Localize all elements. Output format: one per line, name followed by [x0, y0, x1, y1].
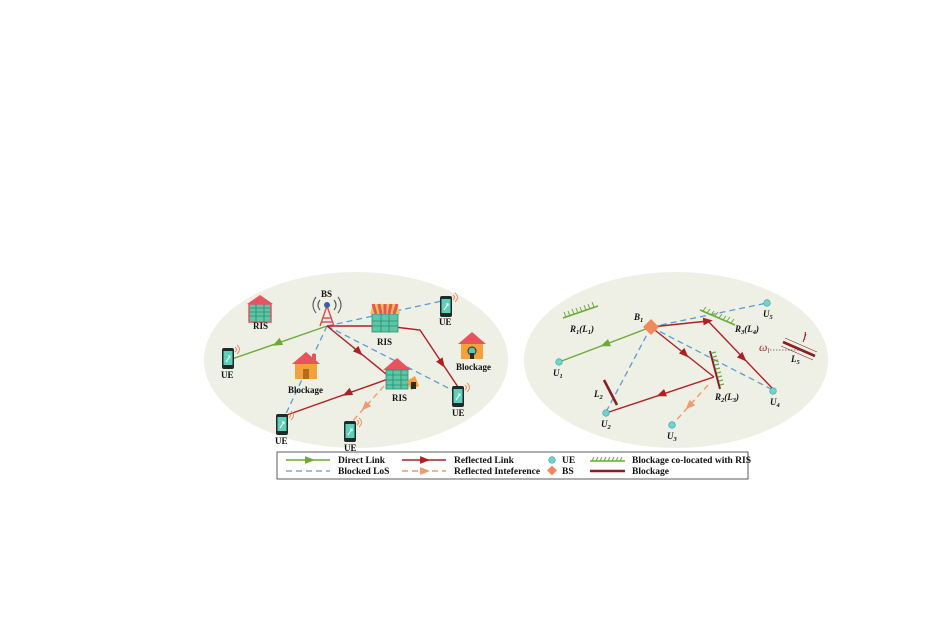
blocked-los-b1-u4	[650, 326, 774, 391]
reflected-ris-ue-bottom	[283, 377, 392, 417]
legend-bs-marker	[547, 465, 557, 476]
ue-label-5: UE	[344, 443, 357, 453]
ue-node-u2	[602, 409, 610, 417]
ris-hatch-r1	[562, 301, 599, 319]
legend-ue: UE	[562, 456, 575, 466]
ris-hatch-r3	[699, 306, 736, 326]
ris-hatch-r2	[709, 350, 725, 390]
bs-label: BS	[321, 289, 332, 299]
blockage-house-right-icon	[458, 332, 486, 359]
bs-node-b1	[643, 319, 659, 335]
ue-label-4: UE	[275, 436, 288, 446]
ris-shop-icon	[370, 303, 400, 333]
length-l-label: l	[803, 329, 807, 343]
r3-label: R3(L4)	[734, 324, 759, 336]
interference-arrow	[361, 400, 372, 411]
l5-label: L5	[790, 354, 801, 366]
blockage-l5	[770, 333, 818, 361]
left-panel-area	[204, 272, 508, 448]
legend-direct-link: Direct Link	[338, 456, 386, 466]
reflected-b1-r3	[650, 317, 713, 328]
ris-building-center-icon	[383, 358, 419, 390]
ue-node-u1	[555, 358, 563, 366]
omega-angle-label: ωl	[759, 340, 769, 355]
reflected-arrow-1	[436, 357, 445, 368]
legend: Direct Link Blocked LoS Reflected Link R…	[276, 451, 751, 480]
blockage-house-icon	[292, 352, 320, 379]
reflected-arrow-r1	[736, 351, 747, 362]
reflected-arrow-r2	[678, 347, 689, 358]
legend-blocked-los: Blocked LoS	[338, 467, 389, 477]
reflected-interference-r2-u3	[671, 384, 709, 426]
u4-label: U4	[770, 397, 781, 409]
interference-arrow-right	[685, 399, 696, 410]
r2-label: R2(L3)	[714, 392, 739, 404]
ue-node-u4	[769, 387, 777, 395]
ris-label-1: RIS	[253, 321, 268, 331]
l2-label: L2	[593, 389, 604, 401]
legend-blockage-ris: Blockage co-located with RIS	[632, 456, 751, 466]
ue-label-3: UE	[452, 408, 465, 418]
ue-label-1: UE	[221, 370, 234, 380]
left-panel: BS RIS RIS RIS Blockage	[221, 289, 491, 453]
blockage-label-1: Blockage	[288, 385, 323, 395]
u2-label: U2	[601, 419, 612, 431]
legend-reflected-interference: Reflected Inteference	[454, 467, 540, 477]
ue-node-u5	[763, 299, 771, 307]
ris-label-2: RIS	[377, 337, 392, 347]
right-panel-area	[524, 272, 828, 448]
blockage-label-2: Blockage	[456, 362, 491, 372]
ue-label-2: UE	[439, 317, 452, 327]
r1-label: R1(L1)	[569, 324, 594, 336]
ue-node-u3	[668, 421, 676, 429]
b1-label: B1	[633, 312, 643, 324]
u3-label: U3	[667, 431, 678, 443]
right-panel: B1 U1 U2 U3 U4 U5 R1(L1) R2(L3) R3(L4) L…	[553, 299, 818, 443]
reflected-arrow-2	[352, 345, 363, 356]
legend-blockage: Blockage	[632, 467, 669, 477]
u1-label: U1	[553, 368, 563, 380]
legend-bs: BS	[562, 467, 574, 477]
u5-label: U5	[763, 309, 774, 321]
direct-link-arrow	[272, 337, 284, 346]
bs-tower-icon	[312, 296, 342, 327]
legend-ris-hatch	[590, 456, 625, 462]
reflected-arrow-3	[342, 387, 354, 396]
legend-box	[276, 451, 749, 480]
legend-reflected-link: Reflected Link	[454, 456, 515, 466]
blockage-bar-l2	[602, 379, 619, 406]
legend-ue-marker	[548, 456, 556, 464]
blocked-los-bs-ue-right	[326, 325, 457, 393]
ris-label-3: RIS	[392, 393, 407, 403]
